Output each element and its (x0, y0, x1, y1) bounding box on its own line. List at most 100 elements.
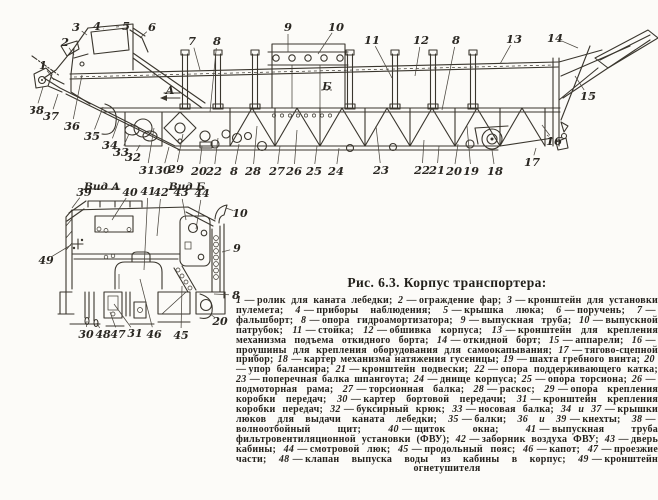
legend-item-number: 16 (631, 334, 643, 346)
callout-label: 14 (547, 31, 563, 45)
legend-item-number: 30 (337, 394, 348, 406)
callout-label: 28 (244, 164, 261, 178)
legend-item-number: 26 (631, 374, 643, 386)
leader-line (193, 47, 201, 71)
leader-line (195, 199, 202, 230)
leader-line (314, 145, 318, 165)
legend-item-number: 5 (443, 304, 449, 316)
legend-item-number: 48 (278, 453, 290, 465)
leader-line (546, 134, 549, 137)
stanchions (179, 49, 479, 110)
leader-line (414, 46, 421, 77)
legend-item-number: 47 (587, 443, 599, 455)
legend-item-number: 18 (277, 354, 289, 366)
legend-item-number: 17 (558, 344, 569, 356)
figure-label: Рис. 6.3. (347, 275, 400, 290)
callout-label: 32 (125, 150, 141, 164)
callout-label: 16 (546, 134, 562, 148)
leader-line (181, 198, 187, 221)
callout-label: 20 (445, 164, 462, 178)
callout-label: 45 (173, 329, 188, 342)
leader-line (574, 75, 585, 91)
callout-label: 27 (268, 164, 285, 178)
legend-item-number: 10 (579, 314, 590, 326)
leader-line (209, 313, 215, 318)
leader-line (277, 145, 281, 165)
callout-label: 25 (305, 164, 322, 178)
leader-line (374, 46, 393, 79)
legend-item-number: 7 (636, 304, 643, 316)
leader-line (136, 144, 141, 152)
callout-label: 20 (211, 315, 228, 328)
leader-line (499, 44, 511, 65)
legend-item-number: 1 (236, 295, 242, 306)
callout-label: 42 (153, 186, 169, 199)
callout-label: 30 (155, 163, 171, 177)
legend-item-number: 35 (448, 413, 459, 425)
legend-item-number: 4 (295, 304, 301, 316)
leader-line (225, 207, 234, 211)
legend-item-number: 44 (283, 443, 295, 455)
leader-line (441, 46, 455, 111)
main-diagram: 1234567891011128131415161718192021222324… (30, 19, 658, 178)
legend-item-number: 21 (335, 364, 347, 376)
callout-label: 35 (84, 129, 100, 143)
callout-label: 10 (232, 207, 248, 220)
leader-line (541, 124, 551, 136)
leader-line (180, 285, 183, 329)
legend-item-number: 45 (397, 443, 409, 455)
callout-label: 17 (524, 155, 540, 169)
callout-label: 30 (78, 328, 94, 341)
callout-label: 22 (205, 164, 222, 178)
leader-line (336, 147, 340, 165)
legend-item-number: 27 (342, 384, 354, 396)
leader-line (422, 139, 425, 164)
callout-label: 10 (328, 20, 344, 34)
front-lower (57, 251, 226, 328)
leader-line (213, 293, 230, 296)
callout-label: 8 (213, 34, 221, 48)
leader-line (96, 322, 100, 329)
leader-line (112, 119, 120, 139)
leader-line (139, 278, 153, 328)
legend-item-number: 36 и 39 (517, 413, 567, 425)
callout-label: 39 (76, 186, 92, 199)
callout-label: 18 (487, 164, 503, 178)
leader-line (253, 125, 258, 165)
legend-item-number: 31 (516, 394, 528, 406)
callout-label: 7 (188, 34, 196, 48)
callout-label: 37 (43, 109, 59, 123)
legend-item-number: 22 (474, 364, 485, 376)
callout-label: 20 (190, 164, 207, 178)
callout-label: 31 (139, 163, 155, 177)
callout-label: Вид Б (168, 181, 205, 193)
callout-label: 29 (167, 162, 184, 176)
callout-label: 49 (38, 254, 54, 267)
legend-item-number: 11 (292, 324, 303, 336)
callout-label: 3 (72, 20, 80, 34)
leader-line (37, 86, 44, 104)
leader-line (454, 143, 459, 165)
leader-line (72, 74, 83, 120)
leader-line (86, 320, 88, 328)
callout-label: 12 (413, 33, 429, 47)
legend-item-number: 12 (363, 324, 374, 336)
legend-item-number: 19 (503, 354, 514, 366)
leader-line (209, 47, 217, 113)
callout-label: Вид А (83, 181, 120, 193)
callout-label: А (165, 84, 175, 97)
callout-label: 9 (233, 242, 241, 255)
hull-truss (174, 107, 546, 153)
callout-label: Б (321, 80, 332, 93)
callout-label: 33 (113, 145, 129, 159)
legend-item-number: 42 (455, 433, 467, 445)
leader-line (561, 40, 579, 49)
legend-item-number: 8 (301, 314, 307, 326)
callout-label: 48 (95, 328, 111, 341)
callout-label: 8 (452, 33, 460, 47)
leader-line (164, 146, 170, 164)
leader-line (71, 197, 81, 209)
callout-label: 41 (140, 185, 155, 198)
legend-item-number: 33 (452, 403, 463, 415)
leader-line (294, 129, 298, 165)
